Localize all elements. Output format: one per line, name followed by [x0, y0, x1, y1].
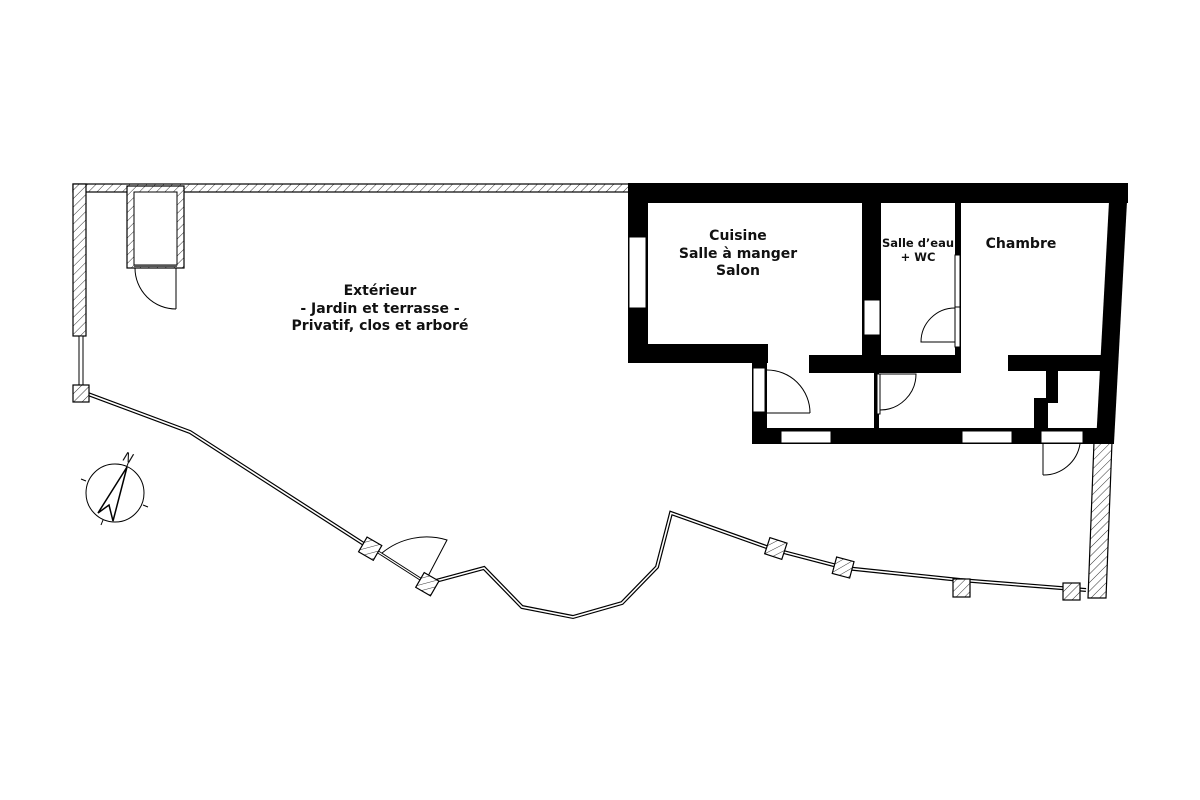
- garden-gate: [381, 536, 448, 581]
- label-line: Salle d’eau: [881, 236, 955, 250]
- garden-enclosure-walls: [72, 183, 1113, 599]
- doors: [766, 306, 1081, 476]
- shed-door: [134, 267, 177, 310]
- label-line: Chambre: [985, 236, 1057, 252]
- windows: [628, 236, 1084, 444]
- label-line: Salon: [716, 263, 760, 279]
- fence-posts: [72, 384, 1081, 601]
- label-line: + WC: [900, 250, 936, 265]
- room-label-cuisine: Cuisine Salle à manger Salon: [679, 228, 797, 281]
- label-line: - Jardin et terrasse -: [300, 300, 460, 317]
- room-label-salle-deau: Salle d’eau + WC: [882, 236, 954, 265]
- garden-fence: [87, 392, 1087, 620]
- label-line: Extérieur: [343, 283, 417, 299]
- room-label-exterieur: Extérieur - Jardin et terrasse - Privati…: [292, 283, 469, 336]
- label-line: Salle à manger: [678, 245, 798, 262]
- label-line: Privatif, clos et arboré: [291, 318, 469, 334]
- room-label-chambre: Chambre: [986, 236, 1057, 254]
- label-line: Cuisine: [709, 228, 767, 244]
- compass-icon: [80, 460, 149, 526]
